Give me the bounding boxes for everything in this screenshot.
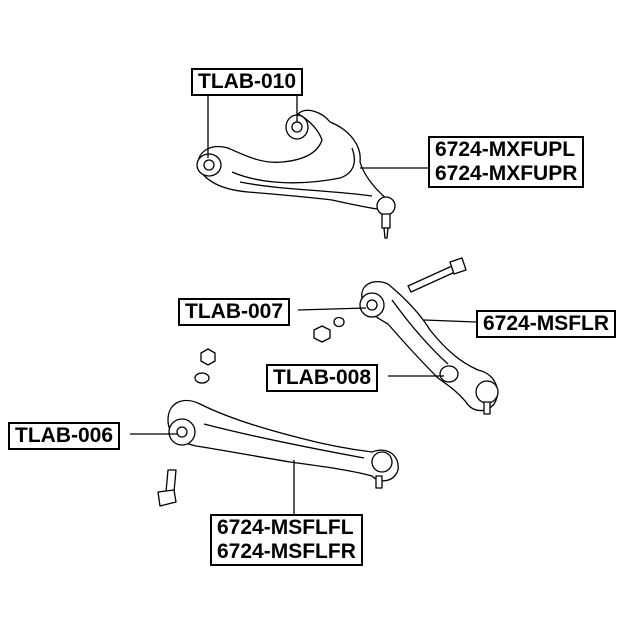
rear-arm-outer-bushing bbox=[439, 365, 459, 383]
leader-lines bbox=[130, 92, 477, 514]
front-arm-rib bbox=[203, 423, 365, 459]
rear-arm-bolt bbox=[407, 265, 456, 293]
rear-lower-arm bbox=[313, 257, 499, 415]
upper-arm-body bbox=[197, 109, 389, 211]
upper-control-arm bbox=[196, 109, 396, 239]
leader-tlab-007 bbox=[297, 307, 367, 311]
front-arm-ball-joint bbox=[371, 451, 393, 473]
callout-tlab-006: TLAB-006 bbox=[8, 422, 121, 450]
front-arm-body bbox=[167, 399, 399, 482]
leader-rear-arm bbox=[423, 319, 477, 323]
upper-arm-ball-stud-tip bbox=[383, 227, 389, 239]
callout-upper-arm-right: 6724-MXFUPR bbox=[435, 162, 578, 185]
front-arm-washer bbox=[194, 372, 210, 384]
front-arm-nut bbox=[200, 348, 216, 366]
callout-front-arm: 6724-MSFLFL 6724-MSFLFR bbox=[210, 514, 363, 566]
upper-arm-ball-stud bbox=[381, 213, 391, 229]
front-lower-arm bbox=[157, 348, 399, 507]
callout-tlab-007: TLAB-007 bbox=[178, 298, 291, 326]
rear-arm-ball-joint bbox=[475, 380, 499, 404]
upper-arm-rib bbox=[231, 147, 355, 184]
upper-arm-rear-bushing-core bbox=[291, 121, 303, 133]
front-arm-inner-bushing-core bbox=[176, 426, 188, 438]
rear-arm-washer bbox=[333, 316, 345, 328]
upper-arm-rib-2 bbox=[239, 181, 373, 197]
front-arm-bolt bbox=[165, 469, 177, 493]
rear-arm-rib bbox=[391, 299, 449, 365]
rear-arm-ball-stud bbox=[483, 401, 491, 415]
front-arm-ball-stud bbox=[375, 475, 383, 489]
upper-arm-ball-joint bbox=[376, 196, 396, 216]
callout-front-arm-right: 6724-MSFLFR bbox=[217, 540, 356, 563]
front-arm-bolt-head bbox=[157, 489, 177, 507]
callout-tlab-010: TLAB-010 bbox=[191, 68, 304, 96]
callout-front-arm-left: 6724-MSFLFL bbox=[217, 516, 354, 539]
rear-arm-inner-bushing-core bbox=[366, 299, 378, 311]
callout-tlab-008: TLAB-008 bbox=[266, 364, 379, 392]
upper-arm-front-bushing-core bbox=[203, 159, 215, 171]
callout-upper-arm: 6724-MXFUPL 6724-MXFUPR bbox=[428, 136, 585, 188]
callout-upper-arm-left: 6724-MXFUPL bbox=[435, 138, 576, 161]
rear-arm-nut bbox=[313, 325, 331, 343]
callout-rear-arm: 6724-MSFLR bbox=[476, 310, 617, 338]
rear-arm-bolt-head bbox=[449, 257, 467, 275]
